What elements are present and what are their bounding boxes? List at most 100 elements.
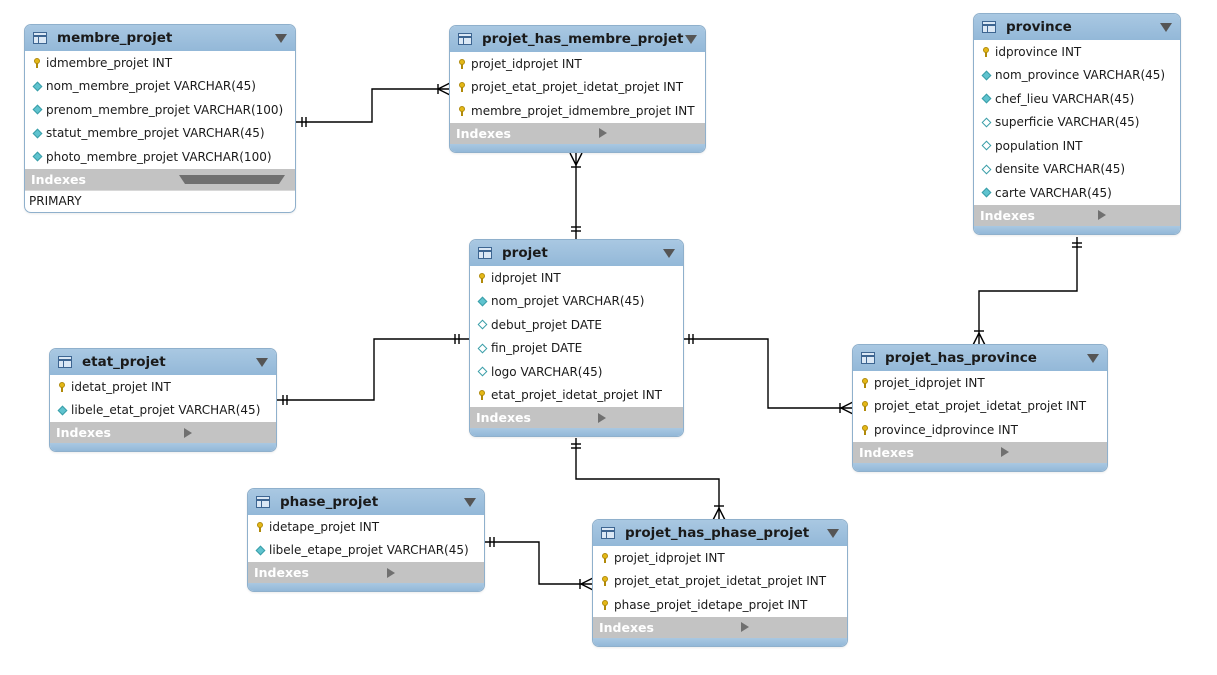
column-row[interactable]: superficie VARCHAR(45) [974,111,1180,135]
expand-triangle-icon[interactable] [597,412,673,423]
table-province[interactable]: province idprovince INT nom_province VAR… [973,13,1181,235]
table-header[interactable]: projet [470,240,683,266]
table-header[interactable]: projet_has_phase_projet [593,520,847,546]
filled-diamond-icon [32,128,42,139]
column-label: idetape_projet INT [269,519,380,534]
expand-triangle-icon[interactable] [184,427,266,438]
column-label: projet_idprojet INT [614,550,725,565]
column-row[interactable]: carte VARCHAR(45) [974,181,1180,205]
table-header[interactable]: etat_projet [50,349,276,375]
column-row[interactable]: statut_membre_projet VARCHAR(45) [25,122,295,146]
column-row[interactable]: nom_province VARCHAR(45) [974,64,1180,88]
table-projet-has-phase-projet[interactable]: projet_has_phase_projet projet_idprojet … [592,519,848,647]
column-row[interactable]: fin_projet DATE [470,337,683,361]
column-row[interactable]: projet_etat_projet_idetat_projet INT [853,395,1107,419]
indexes-bar[interactable]: Indexes [25,168,295,190]
column-row[interactable]: idmembre_projet INT [25,51,295,75]
column-row[interactable]: prenom_membre_projet VARCHAR(100) [25,98,295,122]
column-label: population INT [995,138,1083,153]
collapse-triangle-icon[interactable] [256,357,268,367]
expand-triangle-icon[interactable] [741,622,837,632]
table-header[interactable]: membre_projet [25,25,295,51]
column-row[interactable]: projet_idprojet INT [450,52,705,76]
expand-triangle-icon[interactable] [598,128,695,138]
column-row[interactable]: idprovince INT [974,40,1180,64]
table-header[interactable]: province [974,14,1180,40]
column-row[interactable]: nom_projet VARCHAR(45) [470,290,683,314]
column-label: densite VARCHAR(45) [995,162,1126,177]
column-label: logo VARCHAR(45) [491,364,603,379]
column-label: membre_projet_idmembre_projet INT [471,103,695,118]
collapse-triangle-icon[interactable] [827,528,839,538]
table-phase-projet[interactable]: phase_projet idetape_projet INT libele_e… [247,488,485,592]
empty-diamond-icon [477,319,487,330]
table-name: membre_projet [57,30,173,46]
column-row[interactable]: projet_idprojet INT [853,371,1107,395]
collapse-triangle-icon[interactable] [1160,22,1172,32]
empty-diamond-icon [981,140,991,151]
indexes-bar[interactable]: Indexes [50,422,276,443]
indexes-bar[interactable]: Indexes [593,616,847,638]
column-row[interactable]: libele_etape_projet VARCHAR(45) [248,539,484,563]
indexes-bar[interactable]: Indexes [853,441,1107,463]
table-icon [256,496,270,508]
column-row[interactable]: chef_lieu VARCHAR(45) [974,87,1180,111]
table-header[interactable]: projet_has_membre_projet [450,26,705,52]
column-row[interactable]: projet_idprojet INT [593,546,847,570]
indexes-label: Indexes [456,125,511,141]
column-row[interactable]: idprojet INT [470,266,683,290]
column-row[interactable]: idetape_projet INT [248,515,484,539]
table-footer [593,637,847,646]
column-row[interactable]: libele_etat_projet VARCHAR(45) [50,399,276,423]
column-row[interactable]: phase_projet_idetape_projet INT [593,593,847,617]
collapse-triangle-icon[interactable] [179,174,285,184]
table-name: etat_projet [82,354,166,370]
column-label: idprovince INT [995,44,1082,59]
indexes-bar[interactable]: Indexes [450,122,705,144]
column-row[interactable]: nom_membre_projet VARCHAR(45) [25,75,295,99]
column-label: nom_province VARCHAR(45) [995,68,1166,83]
table-projet[interactable]: projet idprojet INT nom_projet VARCHAR(4… [469,239,684,437]
column-label: debut_projet DATE [491,317,603,332]
table-icon [601,527,615,539]
index-row[interactable]: PRIMARY [25,189,295,212]
column-label: idmembre_projet INT [46,55,173,70]
column-row[interactable]: debut_projet DATE [470,313,683,337]
column-row[interactable]: province_idprovince INT [853,418,1107,442]
indexes-bar[interactable]: Indexes [470,407,683,428]
table-projet-has-province[interactable]: projet_has_province projet_idprojet INT … [852,344,1108,472]
column-row[interactable]: projet_etat_projet_idetat_projet INT [450,76,705,100]
column-row[interactable]: idetat_projet INT [50,375,276,399]
table-name: projet [502,245,548,261]
collapse-triangle-icon[interactable] [663,248,675,258]
column-row[interactable]: membre_projet_idmembre_projet INT [450,99,705,123]
indexes-bar[interactable]: Indexes [974,204,1180,226]
expand-triangle-icon[interactable] [1098,210,1170,220]
collapse-triangle-icon[interactable] [1087,353,1099,363]
column-row[interactable]: logo VARCHAR(45) [470,360,683,384]
key-icon [459,82,465,93]
table-header[interactable]: projet_has_province [853,345,1107,371]
column-row[interactable]: population INT [974,134,1180,158]
column-row[interactable]: photo_membre_projet VARCHAR(100) [25,145,295,169]
indexes-bar[interactable]: Indexes [248,562,484,583]
column-row[interactable]: densite VARCHAR(45) [974,158,1180,182]
table-etat-projet[interactable]: etat_projet idetat_projet INT libele_eta… [49,348,277,452]
column-row[interactable]: projet_etat_projet_idetat_projet INT [593,570,847,594]
collapse-triangle-icon[interactable] [275,33,287,43]
collapse-triangle-icon[interactable] [464,497,476,507]
table-membre-projet[interactable]: membre_projet idmembre_projet INT nom_me… [24,24,296,213]
table-footer [974,225,1180,234]
rel-province-to-has-province [972,237,1082,346]
key-icon [459,105,465,116]
table-icon [982,21,996,33]
table-projet-has-membre-projet[interactable]: projet_has_membre_projet projet_idprojet… [449,25,706,153]
expand-triangle-icon[interactable] [1001,447,1097,457]
column-row[interactable]: etat_projet_idetat_projet INT [470,384,683,408]
table-header[interactable]: phase_projet [248,489,484,515]
expand-triangle-icon[interactable] [387,567,474,578]
indexes-label: Indexes [476,410,531,425]
table-icon [33,32,47,44]
collapse-triangle-icon[interactable] [685,34,697,44]
